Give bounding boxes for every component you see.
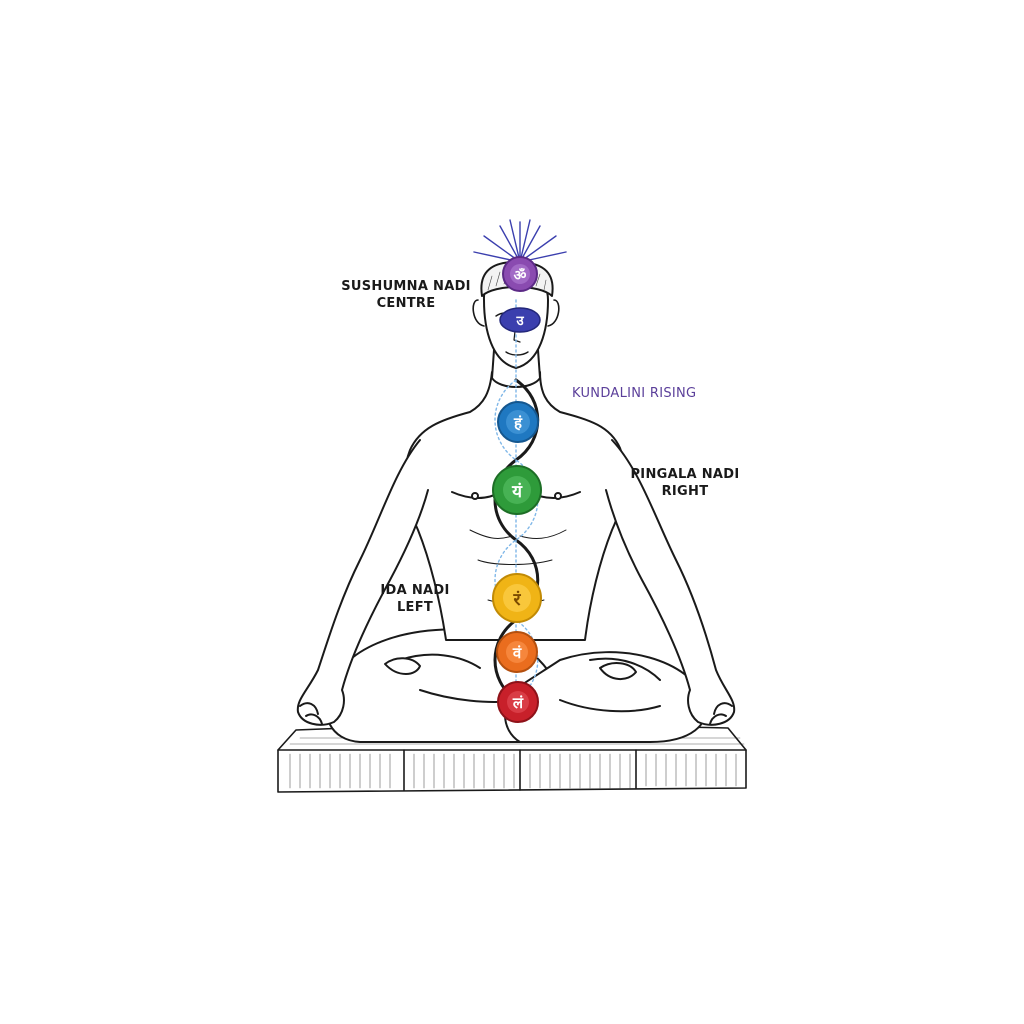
chakra-heart — [492, 465, 542, 515]
chakra-heart-glyph: यं — [511, 482, 523, 502]
label-ida-nadi: IDA NADI LEFT — [370, 582, 460, 616]
label-ida-line1: IDA NADI — [380, 583, 450, 598]
chakra-crown — [502, 256, 538, 292]
right-arm — [605, 439, 736, 726]
chakra-sacral — [496, 631, 538, 673]
label-pingala-nadi: PINGALA NADI RIGHT — [630, 466, 740, 500]
left-arm — [296, 439, 429, 726]
crown-rays — [473, 219, 567, 263]
label-pingala-line1: PINGALA NADI — [630, 467, 740, 482]
chakra-root — [497, 681, 539, 723]
chakra-root-glyph: लं — [512, 694, 524, 712]
label-sushumna-nadi: SUSHUMNA NADI CENTRE — [326, 278, 486, 312]
chakra-third-eye-glyph: उ — [515, 314, 524, 329]
label-ida-line2: LEFT — [396, 600, 434, 615]
label-kundalini-rising: KUNDALINI RISING — [572, 386, 697, 401]
label-sushumna-line2: CENTRE — [376, 296, 436, 311]
chakra-crown-glyph: ॐ — [514, 267, 527, 284]
chakra-solar-plexus — [492, 573, 542, 623]
chakra-sacral-glyph: वं — [512, 644, 522, 662]
chakra-throat-glyph: हं — [513, 414, 523, 432]
label-pingala-line2: RIGHT — [661, 484, 709, 499]
chakra-solar-plexus-glyph: रं — [513, 590, 522, 610]
chakra-third-eye — [499, 307, 541, 333]
label-sushumna-line1: SUSHUMNA NADI — [341, 279, 471, 294]
chakra-throat — [497, 401, 539, 443]
